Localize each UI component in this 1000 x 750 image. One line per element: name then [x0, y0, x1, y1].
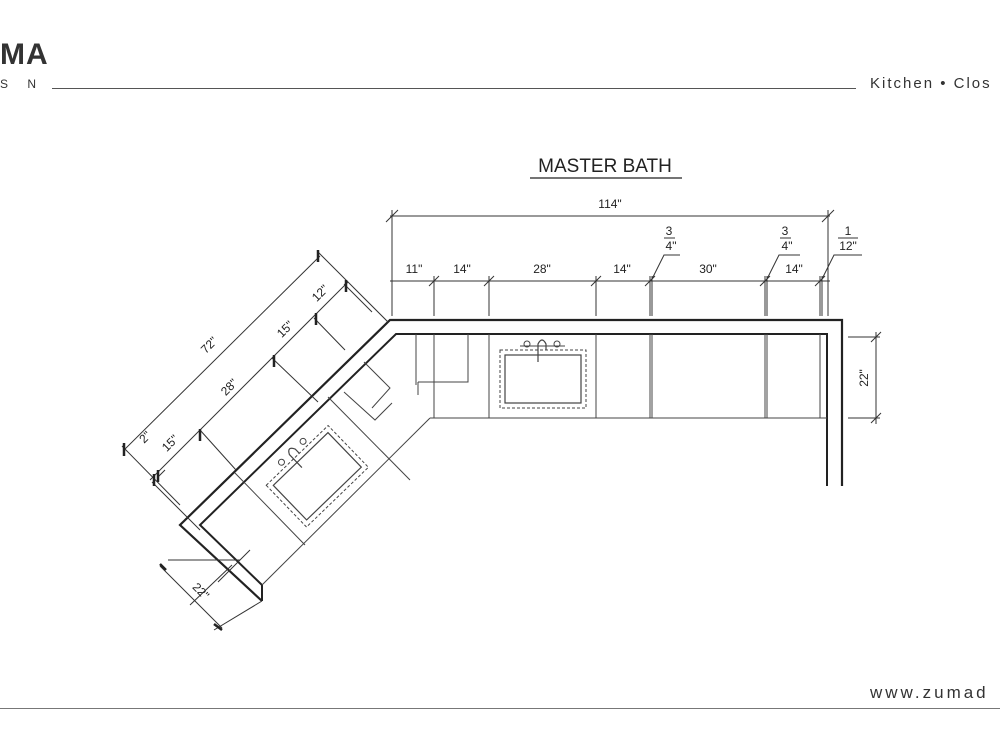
- company-logo: MA S N: [0, 40, 48, 96]
- top-dimension-lines: [385, 209, 882, 424]
- dim-seg-14-c: 14": [785, 262, 803, 276]
- dim-seg-11: 11": [406, 262, 423, 276]
- header-nav-text: Kitchen • Clos: [870, 75, 992, 92]
- countertop-outline-inner: [198, 333, 828, 586]
- countertop-outline-outer: [178, 318, 844, 602]
- dim-diag-12: 12": [309, 282, 331, 304]
- header-divider: [52, 88, 856, 89]
- dim-frac-den-c: 12": [839, 239, 857, 253]
- dim-frac-num-c: 1: [845, 224, 852, 238]
- dim-frac-den-b: 4": [782, 239, 793, 253]
- footer-divider: [0, 708, 1000, 709]
- dim-diag-2: 2": [136, 428, 154, 446]
- dim-seg-30: 30": [699, 262, 717, 276]
- dim-seg-14-a: 14": [453, 262, 471, 276]
- dim-seg-14-b: 14": [613, 262, 631, 276]
- dim-depth-right: 22": [857, 369, 871, 387]
- diagonal-cabinets: [234, 361, 431, 586]
- dim-diag-28: 28": [218, 376, 240, 398]
- dim-frac-num-a: 3: [666, 224, 673, 238]
- dim-frac-num-b: 3: [782, 224, 789, 238]
- sink-diagonal: [265, 424, 370, 528]
- diagonal-ticks: [122, 250, 348, 631]
- logo-mark: MA: [0, 38, 49, 71]
- logo-tagline: S N: [0, 77, 45, 91]
- dim-overall-width: 114": [598, 197, 621, 211]
- dim-frac-den-a: 4": [666, 239, 677, 253]
- sink-straight: [499, 339, 587, 409]
- drawing-title: MASTER BATH: [538, 156, 672, 177]
- dim-diag-72: 72": [198, 334, 220, 356]
- dim-seg-28: 28": [533, 262, 551, 276]
- dim-diag-15-bottom: 15": [159, 432, 181, 454]
- straight-cabinets: [415, 334, 827, 419]
- footer-website-url[interactable]: www.zumad: [870, 683, 989, 702]
